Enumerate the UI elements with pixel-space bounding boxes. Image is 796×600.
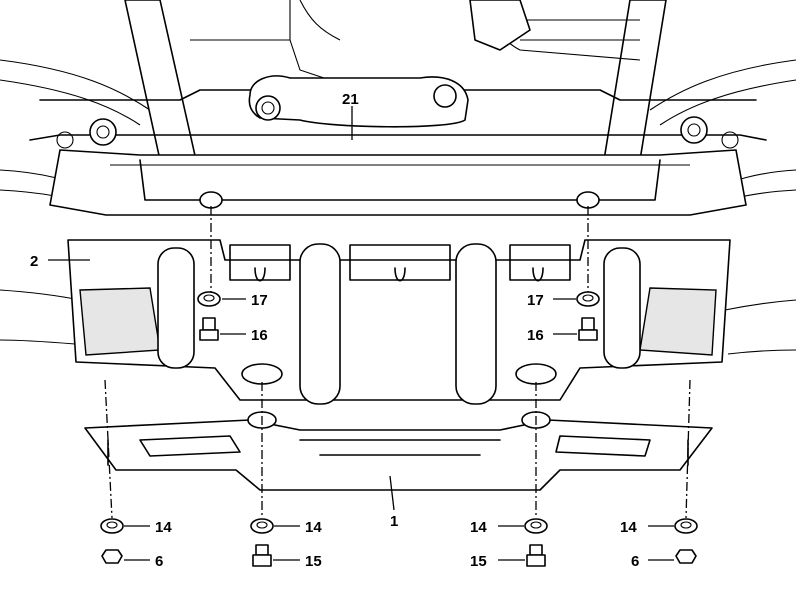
lower-shield-part-1 — [84, 411, 713, 491]
callout-16-left: 16 — [251, 327, 268, 344]
callout-17-right: 17 — [527, 292, 544, 309]
callout-17-left: 17 — [251, 292, 268, 309]
upper-shield-part-2 — [67, 239, 731, 405]
callout-14-c: 14 — [470, 519, 487, 536]
callout-labels: 21 2 17 17 16 16 1 14 14 14 14 6 15 15 6 — [30, 91, 639, 570]
callout-15-right: 15 — [470, 553, 487, 570]
callout-6-left: 6 — [155, 553, 163, 570]
callout-1: 1 — [390, 513, 398, 530]
vehicle-frame-background — [0, 0, 796, 355]
callout-14-b: 14 — [305, 519, 322, 536]
callout-2: 2 — [30, 253, 38, 270]
callout-16-right: 16 — [527, 327, 544, 344]
leader-lines — [48, 106, 674, 561]
fasteners — [100, 291, 698, 567]
callout-15-left: 15 — [305, 553, 322, 570]
callout-21: 21 — [342, 91, 359, 108]
callout-6-right: 6 — [631, 553, 639, 570]
assembly-axis-lines — [104, 206, 691, 519]
callout-14-d: 14 — [620, 519, 637, 536]
callout-14-a: 14 — [155, 519, 172, 536]
